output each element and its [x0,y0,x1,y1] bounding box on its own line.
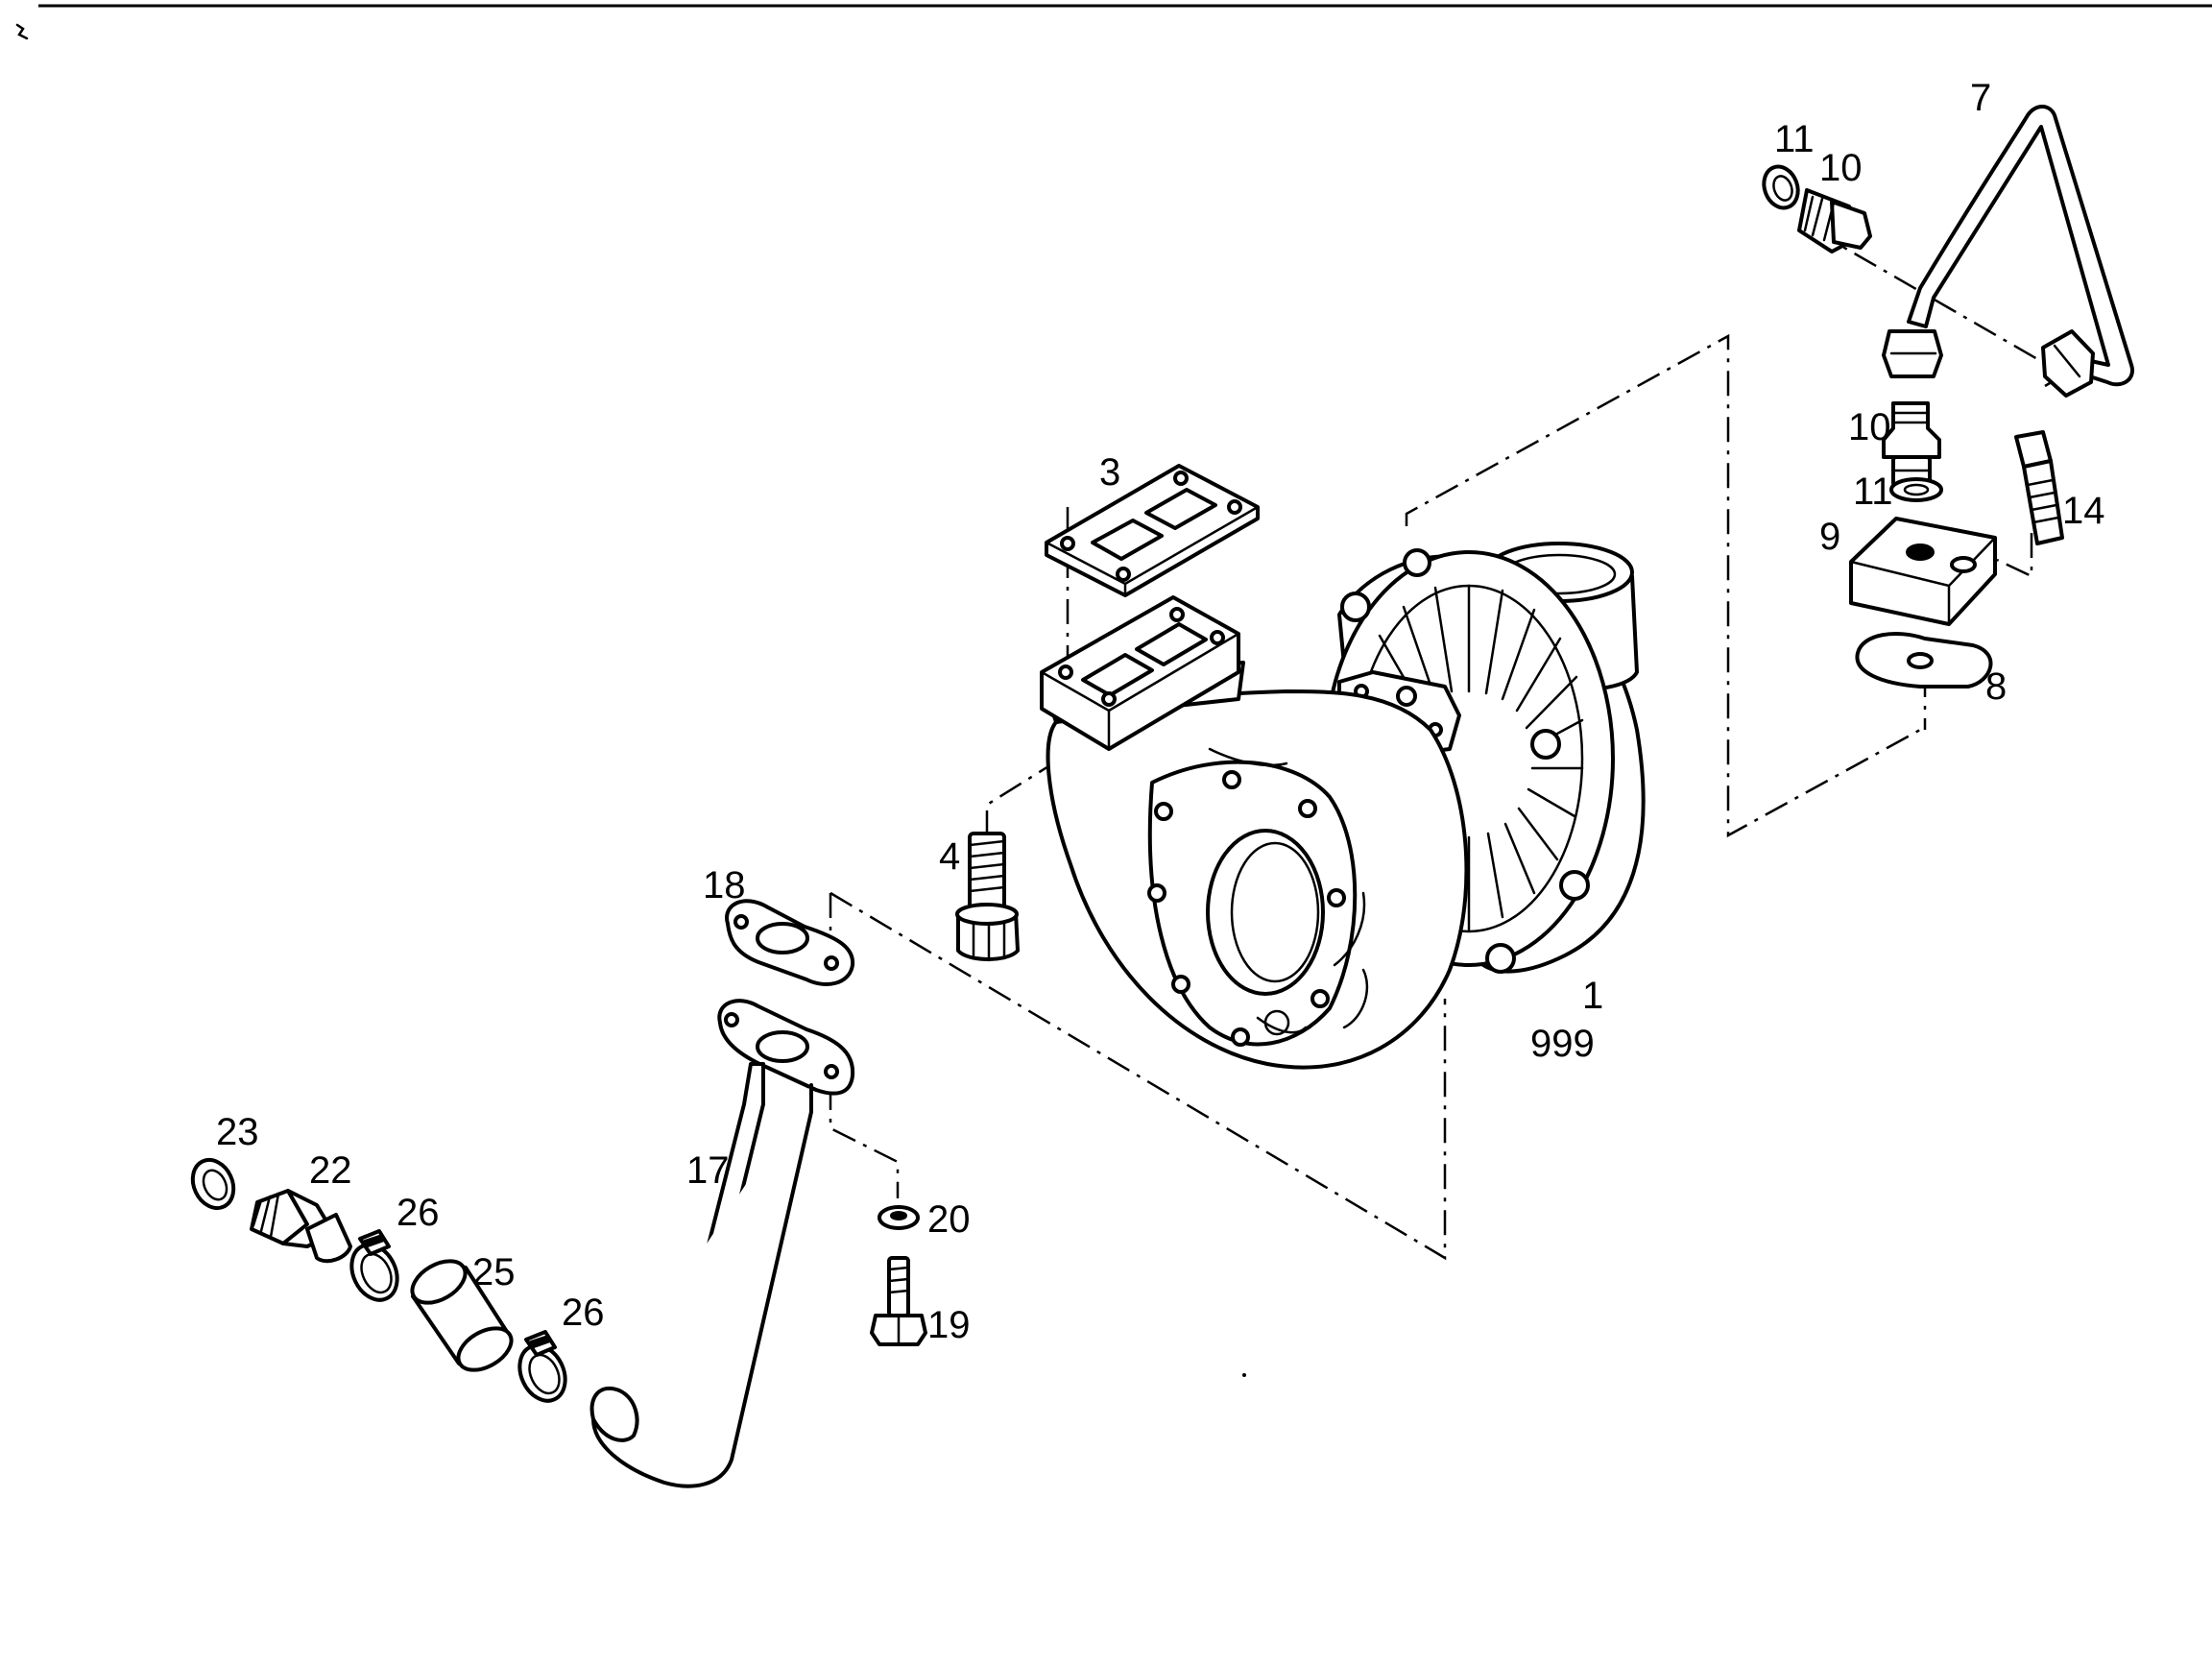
block-part-9 [1849,517,1997,626]
washer-part-20 [878,1205,920,1230]
part-labels: 1 999 3 4 7 8 9 10 10 11 11 14 17 18 19 … [216,77,2105,1346]
bolt-part-19 [870,1256,927,1346]
hose-clamp-part-26-upper [349,1229,399,1302]
label-part-11-lower: 11 [1853,471,1893,513]
label-part-22: 22 [309,1149,352,1192]
seal-ring-part-23 [190,1157,236,1211]
label-part-18: 18 [703,864,746,906]
fitting-part-22 [250,1189,352,1264]
hose-part-25 [410,1259,514,1372]
leader-lines [829,229,2065,1261]
hose-clamp-part-26-lower [517,1330,567,1403]
label-part-25: 25 [472,1251,516,1293]
label-part-19: 19 [927,1304,971,1346]
fitting-part-10-upper [1797,188,1872,254]
label-part-10-lower: 10 [1848,406,1891,448]
turbocharger-part-1 [1040,542,1646,1070]
label-part-17: 17 [686,1149,730,1192]
oil-pipe-part-7 [1882,105,2134,398]
label-part-26-lower: 26 [562,1292,605,1334]
label-part-14: 14 [2062,490,2105,532]
gasket-part-3 [1045,464,1260,597]
gasket-part-18 [725,899,855,986]
seal-ring-part-11-upper [1762,164,1800,210]
label-part-3: 3 [1099,451,1120,494]
bolt-part-14 [2014,430,2064,545]
label-part-26-upper: 26 [397,1192,440,1234]
oil-return-pipe-part-17 [589,999,855,1488]
label-part-11-upper: 11 [1774,118,1815,160]
seal-ring-part-11-lower [1889,477,1943,502]
label-part-8: 8 [1985,665,2007,708]
stray-dot [1242,1373,1246,1377]
corner-mark [15,23,29,40]
label-part-23: 23 [216,1111,259,1153]
label-part-4: 4 [939,835,960,878]
bolt-part-4 [955,832,1020,962]
gasket-part-8 [1855,632,1993,689]
label-part-9: 9 [1819,516,1840,558]
label-part-20: 20 [927,1198,971,1241]
label-part-7: 7 [1970,77,1991,119]
label-part-1: 1 [1582,975,1603,1017]
label-part-10-upper: 10 [1819,147,1863,189]
label-part-999: 999 [1530,1023,1595,1065]
